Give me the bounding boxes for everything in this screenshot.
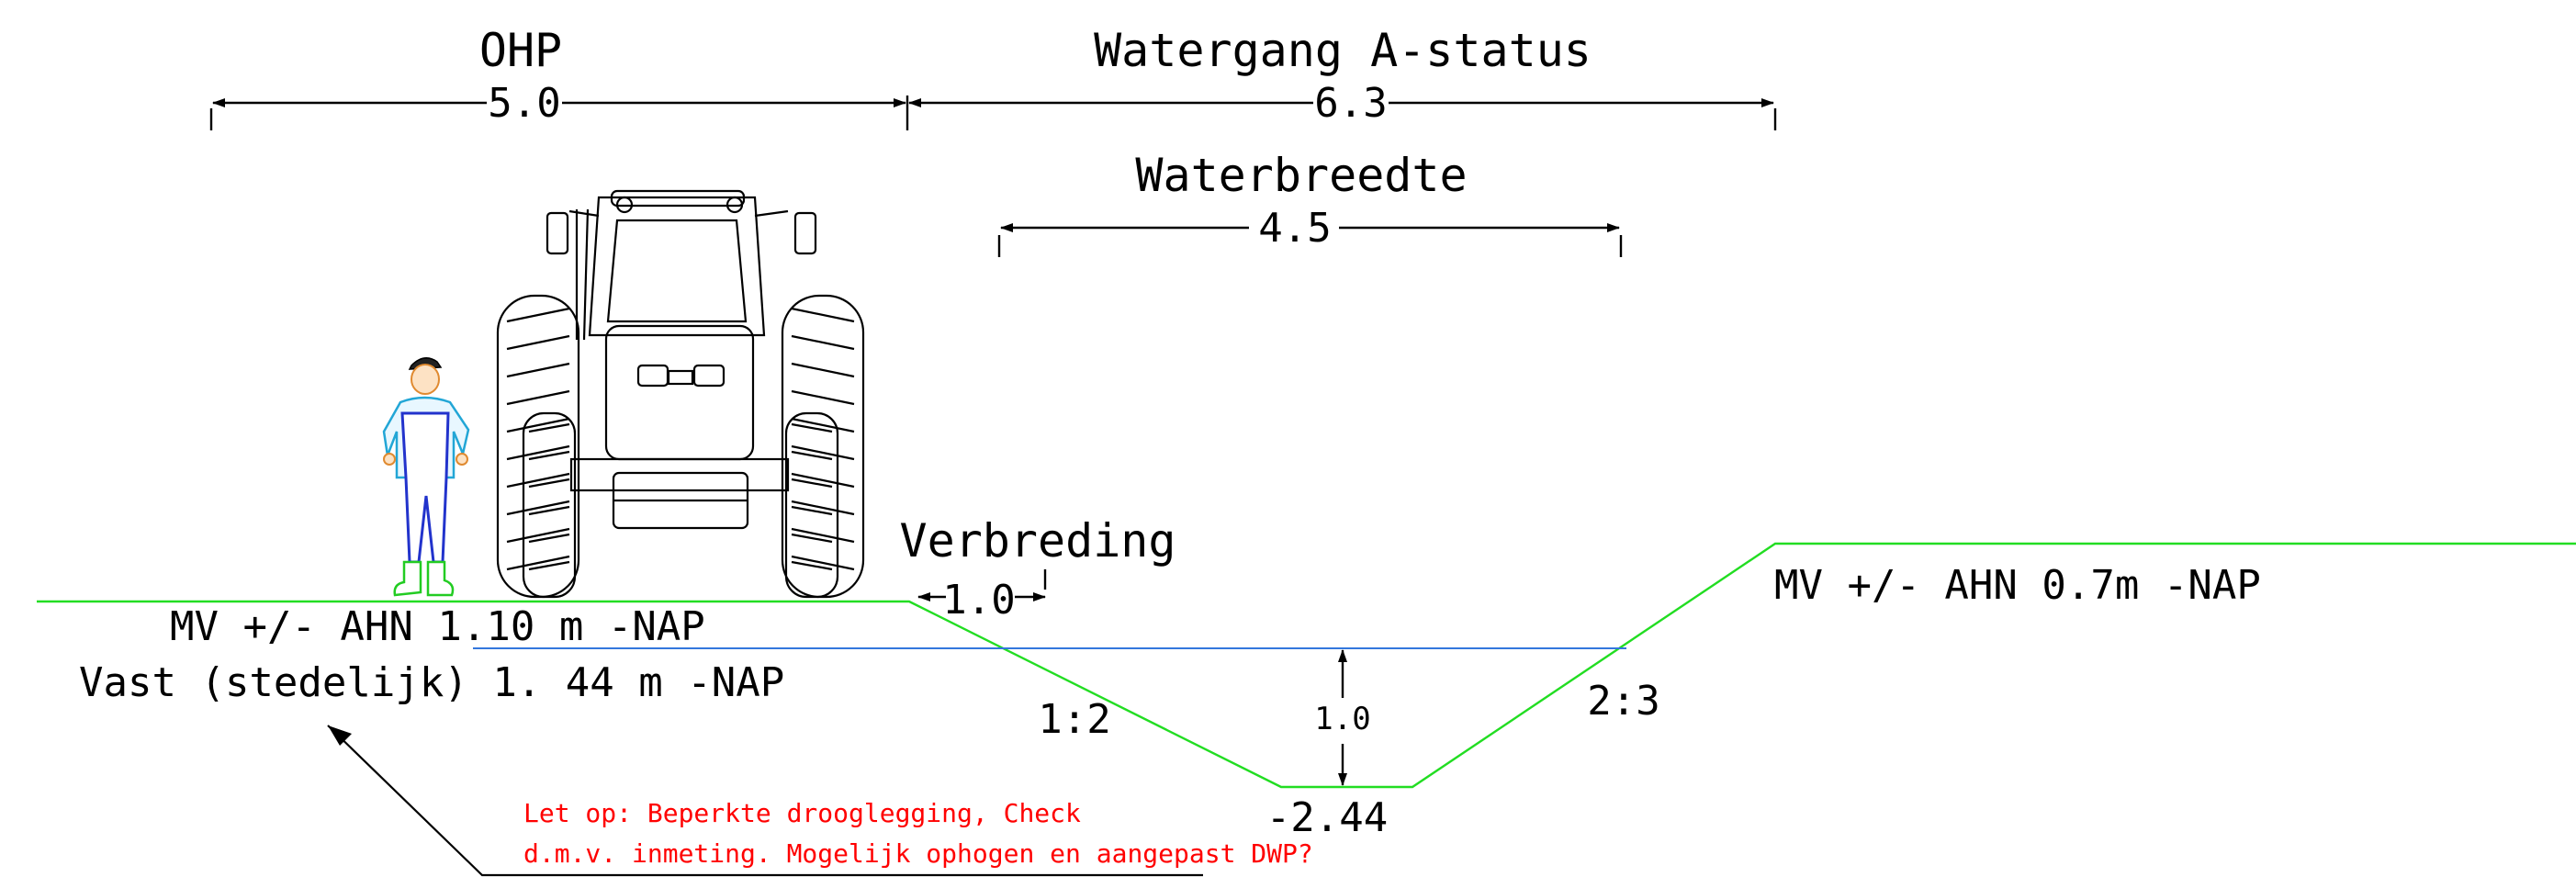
depth-dimension: 1.0 [1314,649,1371,786]
verbreding-dimension: Verbreding 1.0 [899,514,1176,624]
ohp-label: OHP [479,24,562,77]
right-slope-label: 2:3 [1587,678,1659,725]
bottom-level: -2.44 [1266,794,1388,841]
verbreding-value: 1.0 [942,577,1015,624]
waterbreedte-dimension: Waterbreedte 4.5 [997,149,1623,257]
watergang-label: Watergang A-status [1094,24,1592,77]
waterbreedte-label: Waterbreedte [1135,149,1467,202]
note-line-1: Let op: Beperkte drooglegging, Check [523,798,1081,828]
farmer-figure-icon [382,357,470,597]
ohp-dimension: OHP 5.0 [209,24,909,130]
watergang-dimension: Watergang A-status 6.3 [908,24,1777,130]
note-line-2: d.m.v. inmeting. Mogelijk ophogen en aan… [523,838,1313,869]
right-ground-level: MV +/- AHN 0.7m -NAP [1774,562,2261,609]
ground-profile [37,542,2576,789]
tractor-icon [496,189,865,599]
depth-value: 1.0 [1314,701,1370,737]
watergang-value: 6.3 [1314,80,1387,127]
left-fixed-level: Vast (stedelijk) 1. 44 m -NAP [79,659,784,706]
left-slope-label: 1:2 [1038,696,1110,743]
verbreding-label: Verbreding [899,514,1176,568]
waterbreedte-value: 4.5 [1258,205,1331,252]
note-leader [327,725,1203,877]
ohp-value: 5.0 [488,80,560,127]
left-ground-level: MV +/- AHN 1.10 m -NAP [170,603,705,650]
